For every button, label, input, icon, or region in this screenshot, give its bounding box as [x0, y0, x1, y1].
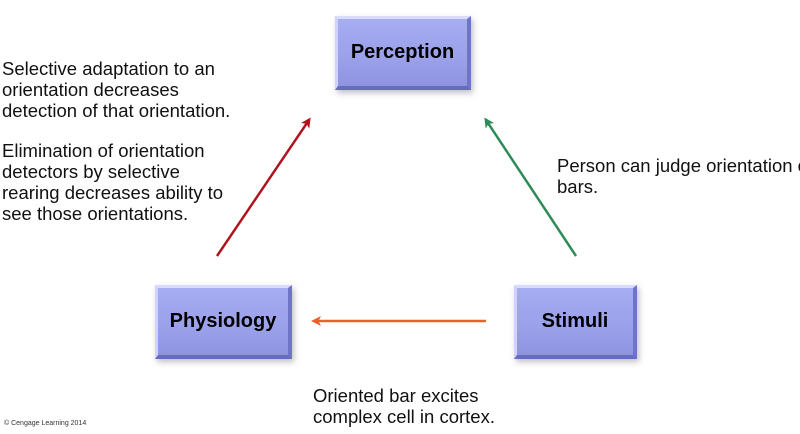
perception-label: Perception: [350, 41, 455, 63]
annotation-line: detection of that orientation.: [2, 100, 231, 121]
annotation-line: see those orientations.: [2, 203, 189, 224]
stimuli-label: Stimuli: [541, 310, 609, 332]
annotation-line: detectors by selective: [2, 161, 180, 182]
annotation-line: bars.: [557, 176, 599, 197]
annotation-line: Elimination of orientation: [2, 140, 205, 161]
oriented-bar-annotation: Oriented bar excites complex cell in cor…: [313, 385, 495, 427]
annotation-line: Person can judge orientation of: [557, 155, 800, 176]
annotation-line: Oriented bar excites: [313, 385, 479, 406]
judge-orientation-annotation: Person can judge orientation of bars.: [557, 155, 800, 197]
annotation-line: complex cell in cortex.: [313, 406, 495, 427]
copyright-notice: © Cengage Learning 2014: [4, 420, 87, 427]
annotation-line: rearing decreases ability to: [2, 182, 224, 203]
physiology-box: Physiology: [155, 285, 292, 359]
arrow-physiology-to-perception: [215, 117, 311, 257]
perception-box: Perception: [335, 16, 471, 90]
annotation-line: orientation decreases: [2, 79, 179, 100]
selective-adaptation-annotation: Selective adaptation to an orientation d…: [2, 58, 230, 121]
annotation-line: Selective adaptation to an: [2, 58, 215, 79]
physiology-label: Physiology: [169, 310, 277, 332]
stimuli-box: Stimuli: [514, 285, 637, 359]
selective-rearing-annotation: Elimination of orientation detectors by …: [2, 140, 223, 224]
